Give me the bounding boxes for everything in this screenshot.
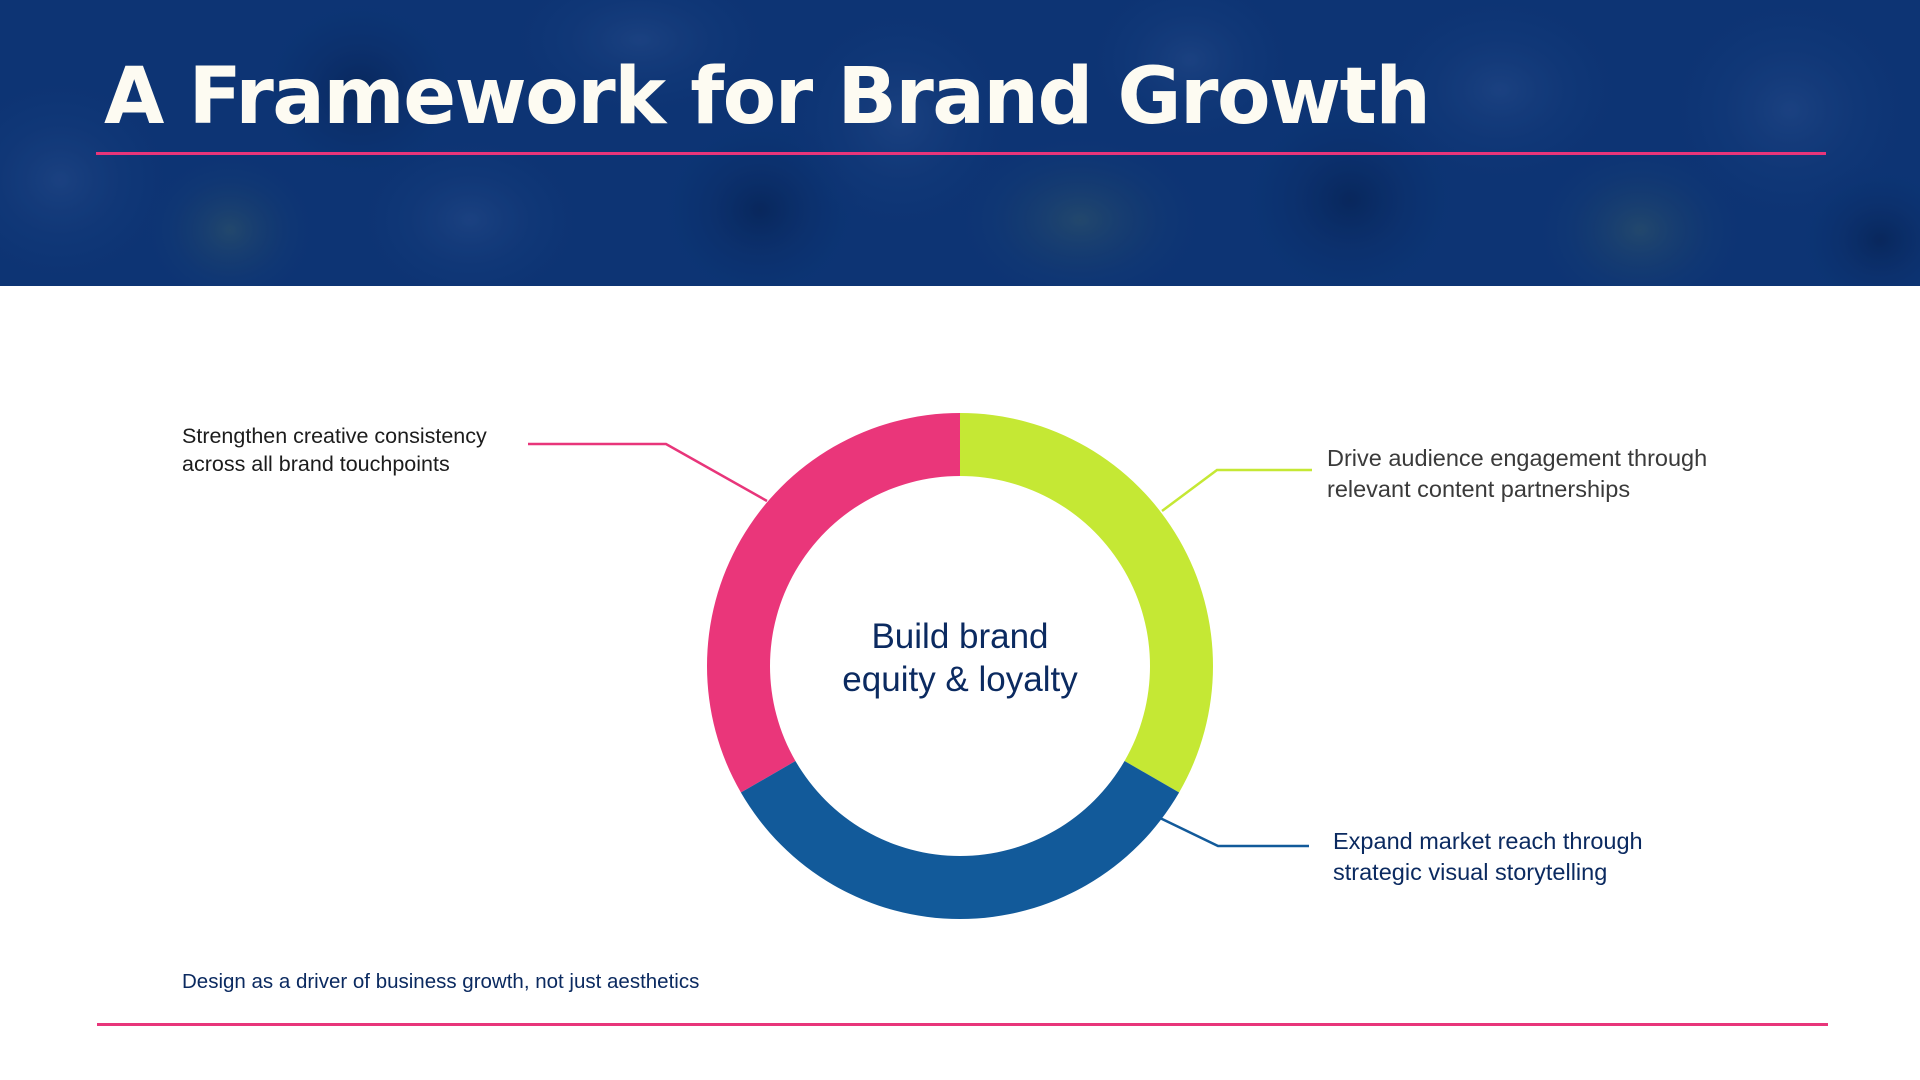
center-label-line-1: Build brand [871,617,1049,656]
crowd-background-image [0,0,1920,286]
donut-segment-pink [707,413,960,793]
callout-top-left-line-2: across all brand touchpoints [182,452,450,477]
callout-top-left-line-1: Strengthen creative consistency [182,424,487,448]
connector-line-top-right [1161,468,1312,513]
callout-top-right-line-1: Drive audience engagement through [1327,445,1708,471]
center-label-line-2: equity & loyalty [842,659,1078,699]
callout-bottom-right-line-2: strategic visual storytelling [1333,859,1608,886]
footnote: Design as a driver of business growth, n… [182,970,700,993]
callout-top-right: Drive audience engagement through releva… [1327,443,1767,505]
callout-top-right-line-2: relevant content partnerships [1327,476,1631,503]
callout-top-left: Strengthen creative consistency across a… [182,422,542,479]
connector-line-top-left [528,442,768,503]
donut-center-label: Build brand equity & loyalty [760,616,1160,701]
header-banner: A Framework for Brand Growth [0,0,1920,286]
footer-rule [97,1023,1828,1026]
callout-bottom-right-line-1: Expand market reach through [1333,828,1643,854]
callout-bottom-right: Expand market reach through strategic vi… [1333,826,1773,888]
donut-segment-blue [740,761,1180,919]
connector-lines [528,442,1312,848]
connector-line-bottom-right [1159,816,1309,848]
donut-segment-lime [960,413,1213,793]
title-underline [96,152,1826,155]
slide-title: A Framework for Brand Growth [104,52,1431,142]
donut-segments [707,413,1213,919]
